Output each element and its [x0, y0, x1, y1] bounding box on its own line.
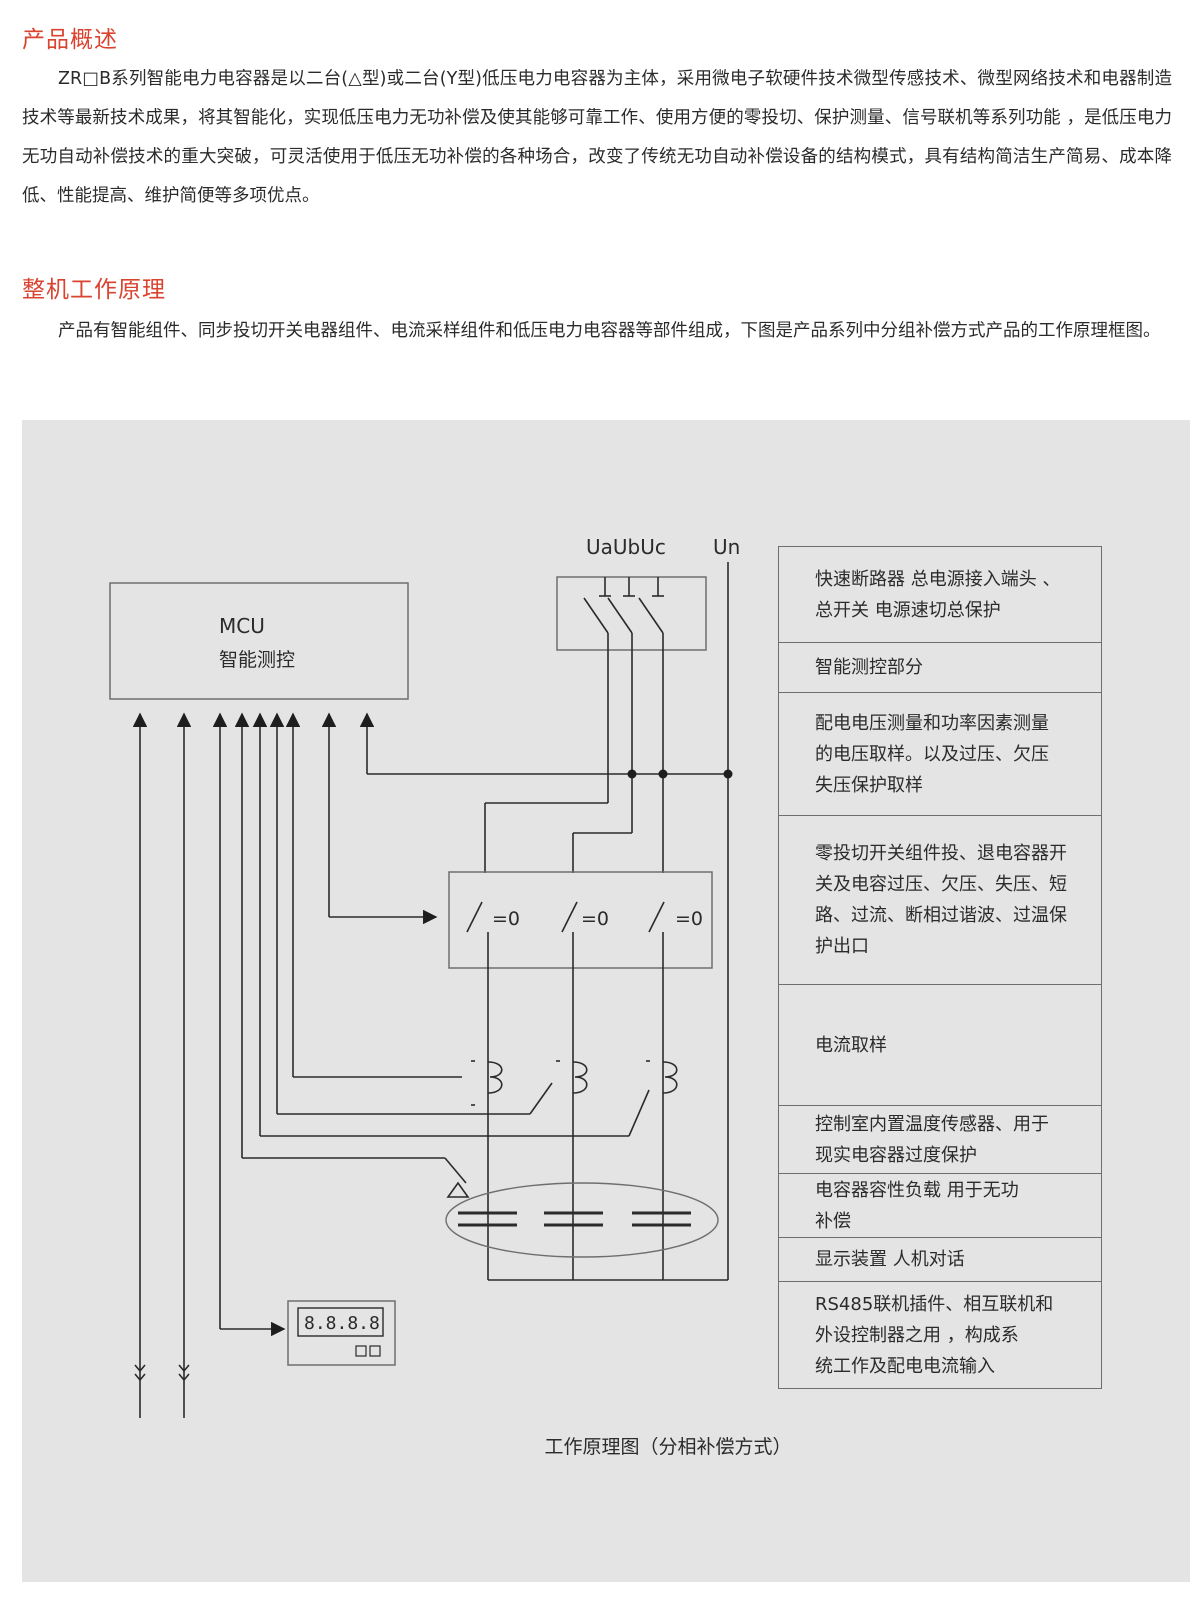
description-cell: 控制室内置温度传感器、用于现实电容器过度保护 — [778, 1105, 1102, 1174]
display-device — [287, 1300, 396, 1366]
overview-paragraph: ZR□B系列智能电力电容器是以二台(△型)或二台(Y型)低压电力电容器为主体，采… — [22, 69, 1172, 206]
mcu-label: MCU — [219, 614, 265, 638]
diagram-caption: 工作原理图（分相补偿方式） — [544, 1436, 792, 1458]
description-cell: 电流取样 — [778, 984, 1102, 1106]
description-cell: RS485联机插件、相互联机和外设控制器之用 ，构成系统工作及配电电流输入 — [778, 1281, 1102, 1389]
switch-label-b: =0 — [581, 908, 609, 930]
capacitor-bank — [445, 1182, 719, 1258]
section-heading-overview: 产品概述 — [22, 27, 118, 53]
zero-switch-box — [448, 871, 713, 969]
ct-c — [662, 1061, 678, 1094]
section-heading-principle: 整机工作原理 — [22, 277, 166, 303]
description-cell: 显示装置 人机对话 — [778, 1237, 1102, 1282]
description-cell: 智能测控部分 — [778, 642, 1102, 693]
ct-b — [572, 1061, 588, 1094]
display-readout: 8.8.8.8 — [304, 1313, 380, 1334]
mcu-box — [109, 582, 409, 700]
switch-label-a: =0 — [492, 908, 520, 930]
description-cell: 配电电压测量和功率因素测量的电压取样。以及过压、欠压失压保护取样 — [778, 692, 1102, 816]
principle-paragraph: 产品有智能组件、同步投切开关电器组件、电流采样组件和低压电力电容器等部件组成，下… — [58, 321, 1161, 341]
description-cell: 快速断路器 总电源接入端头 、总开关 电源速切总保护 — [815, 568, 1061, 621]
switch-label-c: =0 — [675, 908, 703, 930]
mcu-sublabel: 智能测控 — [219, 649, 295, 671]
phase-labels: UaUbUc — [586, 535, 666, 559]
description-cell: 电容器容性负载 用于无功补偿 — [778, 1173, 1102, 1238]
neutral-label: Un — [713, 535, 740, 559]
description-table: 快速断路器 总电源接入端头 、总开关 电源速切总保护 智能测控部分 配电电压测量… — [778, 546, 1102, 1389]
temperature-sensor-icon — [446, 1181, 470, 1198]
ct-a — [487, 1061, 503, 1094]
description-cell: 零投切开关组件投、退电容器开关及电容过压、欠压、失压、短路、过流、断相过谐波、过… — [778, 815, 1102, 985]
